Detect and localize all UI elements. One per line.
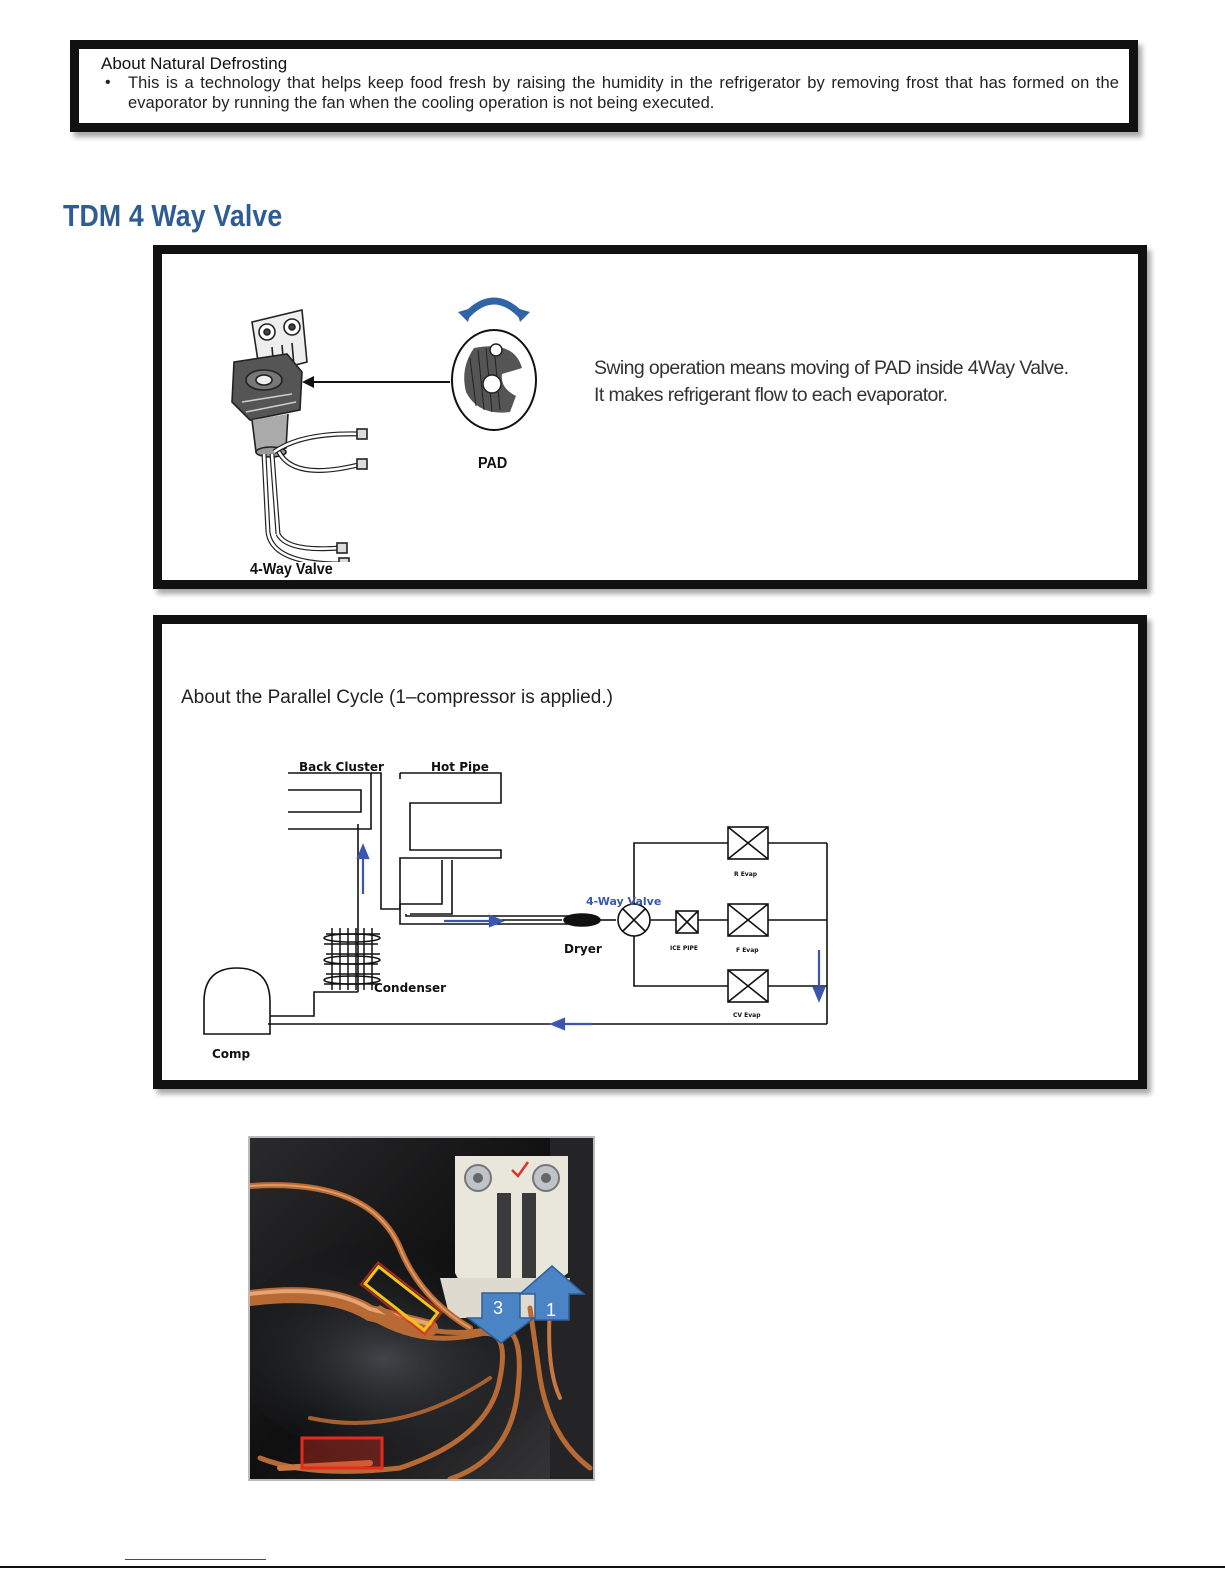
- pad-drawing: [451, 297, 537, 431]
- ice-pipe-label: ICE PIPE: [670, 945, 698, 952]
- footnote-separator: [125, 1559, 266, 1560]
- back-cluster-label: Back Cluster: [299, 760, 384, 774]
- dryer-label: Dryer: [564, 942, 602, 956]
- four-way-valve-drawing: [231, 309, 368, 562]
- cv-evap-label: CV Evap: [733, 1012, 761, 1019]
- swing-line-2: It makes refrigerant flow to each evapor…: [594, 384, 948, 406]
- natural-defrost-box: About Natural Defrosting • This is a tec…: [70, 40, 1138, 132]
- hot-pipe-label: Hot Pipe: [431, 760, 489, 774]
- natural-defrost-text: This is a technology that helps keep foo…: [128, 74, 1119, 112]
- pad-label: PAD: [478, 455, 508, 472]
- cycle-panel: About the Parallel Cycle (1–compressor i…: [153, 615, 1147, 1089]
- r-evap-label: R Evap: [734, 871, 758, 878]
- parallel-cycle-diagram: Back Cluster Hot Pipe 4-Way Valve Dryer …: [203, 760, 828, 1061]
- pad-to-valve-arrow: [302, 376, 450, 388]
- arrow-1-number: 1: [546, 1300, 556, 1320]
- natural-defrost-title: About Natural Defrosting: [101, 54, 288, 73]
- arrow-3-number: 3: [493, 1298, 503, 1318]
- cycle-title: About the Parallel Cycle (1–compressor i…: [181, 687, 613, 708]
- f-evap-label: F Evap: [736, 947, 759, 954]
- page-bottom-rule: [0, 1566, 1225, 1568]
- condenser-label: Condenser: [374, 981, 446, 995]
- valve-panel: PAD 4-Way Valve Swing operation means mo…: [153, 245, 1147, 589]
- section-title: TDM 4 Way Valve: [63, 198, 283, 233]
- swing-description: Swing operation means moving of PAD insi…: [594, 355, 1069, 409]
- valve-label: 4-Way Valve: [250, 561, 333, 578]
- swing-line-1: Swing operation means moving of PAD insi…: [594, 357, 1069, 379]
- four-way-valve-label: 4-Way Valve: [586, 895, 661, 908]
- bullet-icon: •: [105, 74, 111, 91]
- valve-photo-drawing: 3 1: [250, 1138, 593, 1479]
- valve-photo: 3 1: [248, 1136, 595, 1481]
- comp-label: Comp: [212, 1047, 251, 1061]
